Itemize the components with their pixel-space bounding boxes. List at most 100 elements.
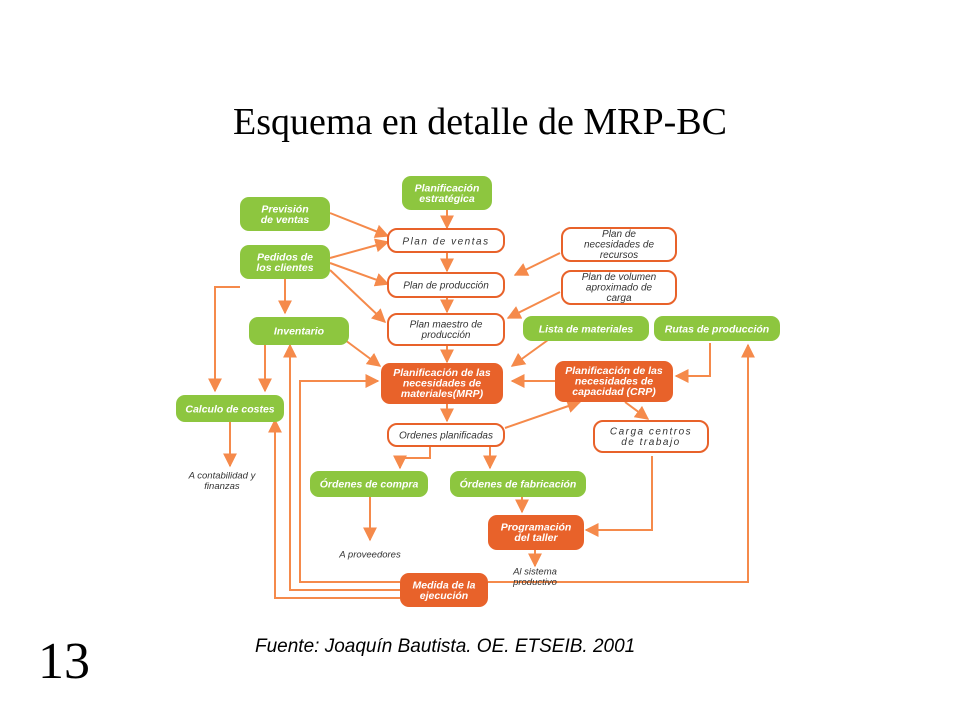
label-ordenes-fabricacion: Órdenes de fabricación [460,478,577,491]
label-line: Pedidos de [257,251,313,263]
label-line: finanzas [204,481,240,492]
node-prevision-ventas [240,197,330,231]
label-line: Plan de [602,229,636,240]
label-line: Plan de volumen [582,272,657,283]
label-line: de trabajo [621,437,680,448]
edge-ejecucion-rutas [488,343,755,583]
label-ordenes-compra: Órdenes de compra [320,478,419,491]
node-ordenes-planificadas [387,423,505,447]
node-rutas-produccion [654,316,780,341]
node-programacion-taller [488,515,584,550]
edge-inventario-mrp [344,339,382,367]
label-line: los clientes [256,262,313,274]
label-line: necesidades de [575,376,653,388]
label-line: necesidades de [584,240,654,251]
label-line: Planificación de las [565,365,663,377]
node-crp [555,361,673,402]
source-citation: Fuente: Joaquín Bautista. OE. ETSEIB. 20… [255,636,636,657]
label-line: carga [606,293,631,304]
node-plan-ventas [387,228,505,253]
label-line: necesidades de [403,378,481,390]
label-line: Órdenes de compra [320,478,419,491]
node-pedidos-clientes [240,245,330,279]
edge-ordenes-compra [393,446,431,470]
connectors [208,210,755,599]
edge-ordenes-crp [504,399,582,429]
label-line: Carga centros [610,426,692,437]
label-line: Lista de materiales [539,324,634,336]
label-line: Previsión [261,203,308,215]
label-line: materiales(MRP) [401,388,484,400]
label-line: Medida de la [412,579,475,591]
edge-ejecucion-inventario [283,343,400,591]
slide-number: 13 [38,633,90,690]
edge-pedidos-produccion [329,262,390,287]
label-line: A contabilidad y [188,470,257,481]
slide-title: Esquema en detalle de MRP-BC [233,101,727,143]
label-lista-materiales: Lista de materiales [539,324,634,336]
node-ordenes-compra [310,471,428,497]
node-carga-centros [593,420,709,453]
label-line: Inventario [274,326,325,338]
edge-pedidos-ventas [329,238,390,259]
edge-prevision-ventas [329,212,390,238]
node-medida-ejecucion [400,573,488,607]
label-line: ejecución [420,590,468,602]
label-rutas-produccion: Rutas de producción [665,324,769,336]
label-line: Plan maestro de [410,319,483,330]
node-inventario [249,317,349,345]
label-line: estratégica [419,193,475,205]
label-line: Ordenes planificadas [399,431,493,442]
node-lista-materiales [523,316,649,341]
label-line: aproximado de [586,283,653,294]
label-line: del taller [514,532,558,544]
label-plan-produccion: Plan de producción [403,281,489,292]
node-plan-produccion [387,272,505,298]
edge-volumen-maestro [506,291,561,319]
label-line: Plan de producción [403,281,489,292]
label-line: recursos [600,250,638,261]
label-line: de ventas [261,214,310,226]
label-calculo-costes: Calculo de costes [185,404,274,416]
label-line: capacidad (CRP) [572,386,656,398]
edge-ejecucion-costes [268,418,400,599]
node-plan-necesidades-recursos [561,227,677,262]
label-line: Planificación de las [393,367,491,379]
label-line: Programación [501,521,572,533]
label-inventario: Inventario [274,326,325,338]
label-line: Órdenes de fabricación [460,478,577,491]
node-plan-maestro [387,313,505,346]
label-line: Rutas de producción [665,324,769,336]
label-line: Al sistema [512,566,557,577]
node-ordenes-fabricacion [450,471,586,497]
edge-lista-mrp [510,339,549,367]
label-plan-ventas: Plan de ventas [402,237,489,248]
edge-ejecucion-mrp [299,374,400,583]
node-planificacion-estrategica [402,176,492,210]
label-proveedores: A proveedores [338,550,401,561]
label-line: productivo [512,577,557,588]
label-ordenes-planificadas: Ordenes planificadas [399,431,493,442]
label-line: Planificación [415,182,480,194]
label-line: Plan de ventas [402,237,489,248]
node-calculo-costes [176,395,284,422]
edge-rutas-crp [674,343,711,383]
node-plan-volumen [561,270,677,305]
node-mrp [381,363,503,404]
edge-pedidos-costes [208,286,240,393]
edge-carga-taller [584,456,653,537]
edge-crp-carga [624,401,650,420]
